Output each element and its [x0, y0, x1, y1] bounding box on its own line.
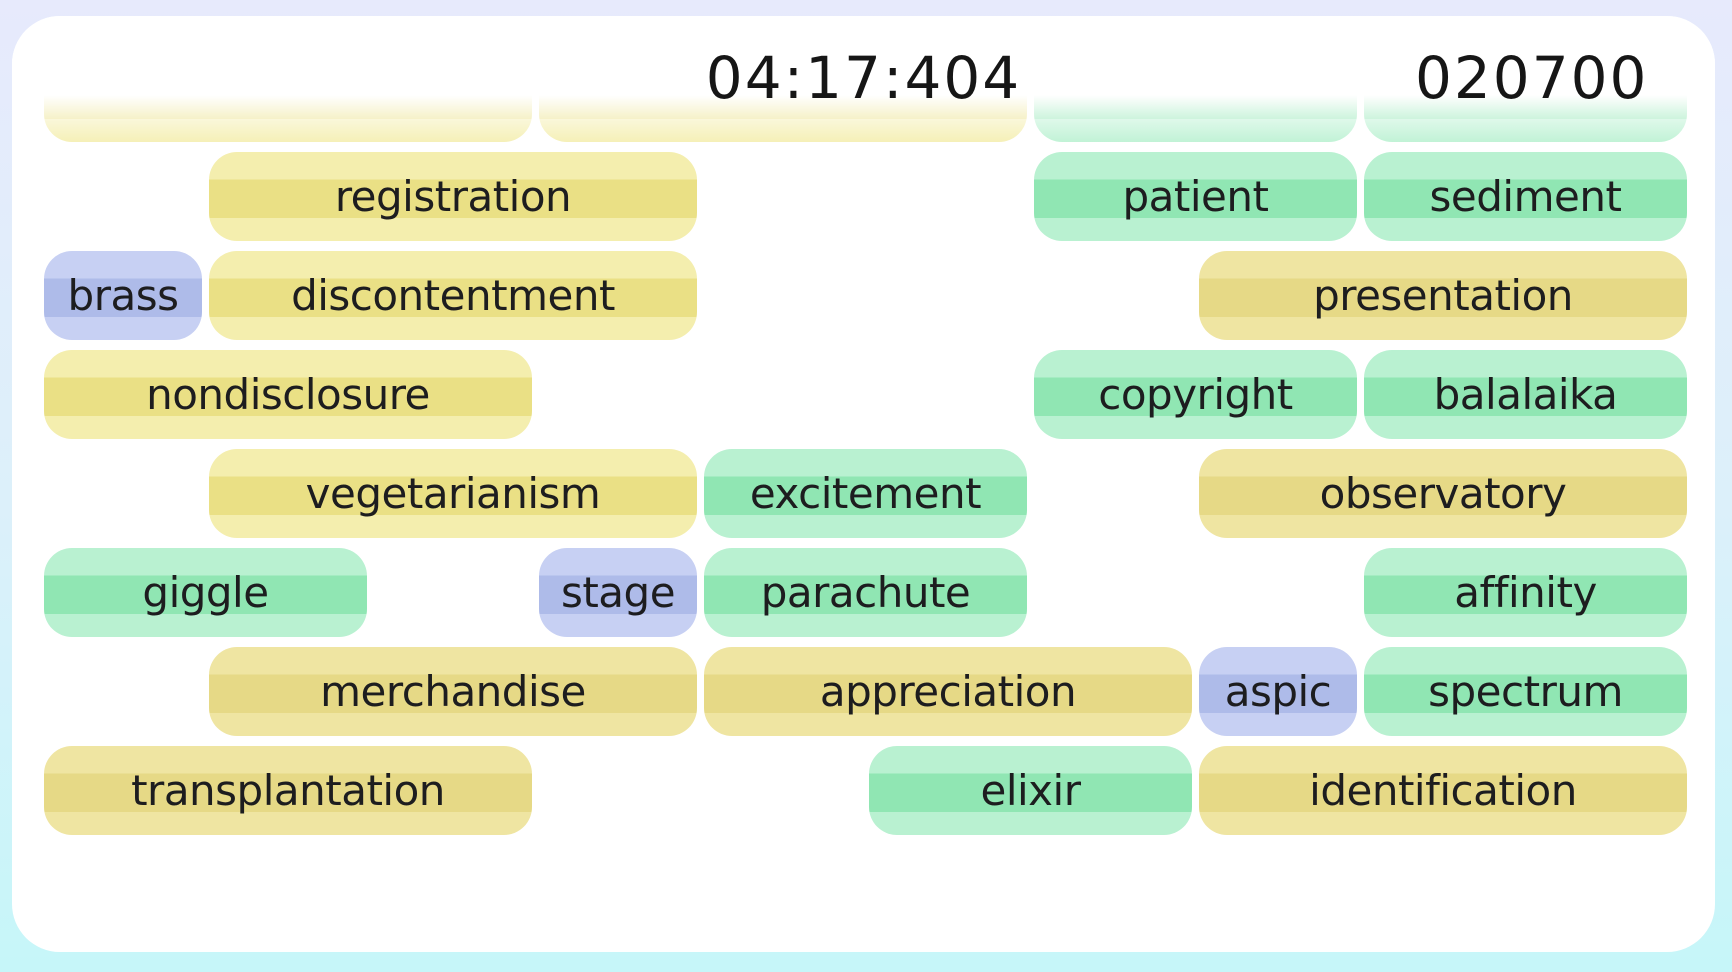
word-tile-identification[interactable]: identification [1199, 746, 1687, 835]
word-tile-elixir[interactable]: elixir [869, 746, 1192, 835]
word-tile-cutoff[interactable] [539, 53, 1027, 142]
word-tile-balalaika[interactable]: balalaika [1364, 350, 1687, 439]
word-tile-presentation[interactable]: presentation [1199, 251, 1687, 340]
word-tile-copyright[interactable]: copyright [1034, 350, 1357, 439]
word-tile-spectrum[interactable]: spectrum [1364, 647, 1687, 736]
word-tile-vegetarianism[interactable]: vegetarianism [209, 449, 697, 538]
word-tile-observatory[interactable]: observatory [1199, 449, 1687, 538]
word-tile-giggle[interactable]: giggle [44, 548, 367, 637]
word-tile-sediment[interactable]: sediment [1364, 152, 1687, 241]
word-tile-nondisclosure[interactable]: nondisclosure [44, 350, 532, 439]
word-tile-transplantation[interactable]: transplantation [44, 746, 532, 835]
word-tile-discontentment[interactable]: discontentment [209, 251, 697, 340]
word-tile-aspic[interactable]: aspic [1199, 647, 1357, 736]
word-tile-cutoff[interactable] [44, 53, 532, 142]
faded-tile-trace [140, 22, 490, 44]
word-tile-parachute[interactable]: parachute [704, 548, 1027, 637]
word-tile-merchandise[interactable]: merchandise [209, 647, 697, 736]
word-tile-registration[interactable]: registration [209, 152, 697, 241]
word-tile-cutoff[interactable] [1364, 53, 1687, 142]
word-tile-cutoff[interactable] [1034, 53, 1357, 142]
word-tile-excitement[interactable]: excitement [704, 449, 1027, 538]
word-tile-appreciation[interactable]: appreciation [704, 647, 1192, 736]
word-tile-affinity[interactable]: affinity [1364, 548, 1687, 637]
word-tile-stage[interactable]: stage [539, 548, 697, 637]
word-tile-patient[interactable]: patient [1034, 152, 1357, 241]
word-tile-brass[interactable]: brass [44, 251, 202, 340]
